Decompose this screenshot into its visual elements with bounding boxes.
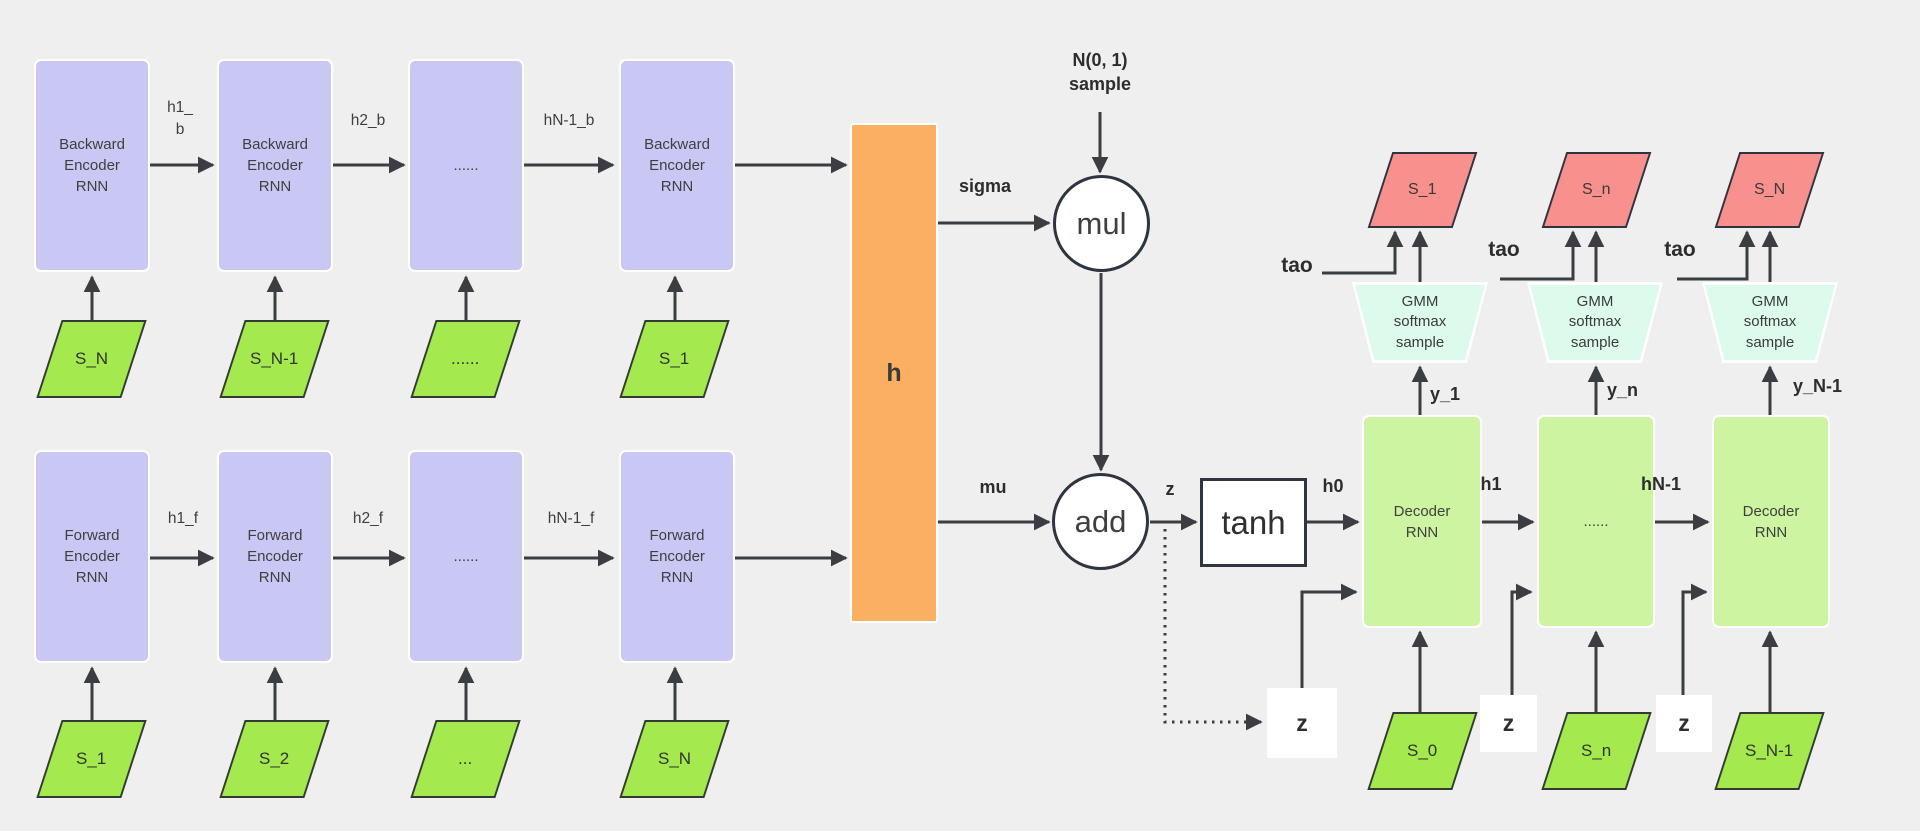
y1-label: y_1 — [1430, 384, 1461, 404]
z-input-box-3: z — [1656, 695, 1712, 752]
z-input-box-1: z — [1267, 688, 1337, 758]
output-parallelogram-s-nn: S_N — [1714, 152, 1825, 228]
yn-label: y_n — [1607, 380, 1639, 400]
forward-hidden-label-2: h2_f — [352, 510, 384, 527]
tao-label-1: tao — [1281, 254, 1313, 277]
tanh-box: tanh — [1200, 478, 1307, 567]
input-parallelogram-ellipsis-top: ...... — [410, 320, 521, 398]
mul-node: mul — [1053, 175, 1150, 272]
input-parallelogram-s-n-bottom: S_N — [619, 720, 730, 798]
add-node: add — [1052, 473, 1149, 570]
decoder-box-1: Decoder RNN — [1362, 415, 1482, 628]
tao-label-2: tao — [1488, 238, 1520, 261]
tao-label-3: tao — [1664, 238, 1696, 261]
h0-label: h0 — [1322, 476, 1344, 496]
gmm-softmax-block-2: GMM softmax sample — [1527, 282, 1663, 363]
forward-encoder-box-1: Forward Encoder RNN — [34, 450, 150, 663]
decoder-input-s-n: S_n — [1541, 712, 1652, 790]
backward-hidden-label-2: h2_b — [350, 112, 386, 129]
forward-hidden-label-1: h1_f — [167, 510, 199, 527]
backward-encoder-box-2: Backward Encoder RNN — [217, 59, 333, 272]
input-parallelogram-s-2: S_2 — [219, 720, 330, 798]
input-parallelogram-s-n-1: S_N-1 — [219, 320, 330, 398]
mu-label: mu — [979, 477, 1007, 497]
latent-h-bar: h — [850, 123, 938, 623]
backward-encoder-box-n: Backward Encoder RNN — [619, 59, 735, 272]
noise-sample-label: N(0, 1) sample — [1068, 50, 1132, 95]
decoder-input-s-0: S_0 — [1367, 712, 1478, 790]
decoder-box-ellipsis: ...... — [1537, 415, 1655, 628]
output-parallelogram-s-n: S_n — [1541, 152, 1652, 228]
z-input-box-2: z — [1480, 695, 1537, 752]
backward-hidden-label-3: hN-1_b — [543, 112, 595, 129]
z-output-label: z — [1165, 479, 1175, 499]
yn1-label: y_N-1 — [1793, 376, 1843, 396]
backward-encoder-box-ellipsis: ...... — [408, 59, 524, 272]
output-parallelogram-s-1: S_1 — [1367, 152, 1478, 228]
gmm-softmax-block-3: GMM softmax sample — [1702, 282, 1838, 363]
backward-encoder-box-1: Backward Encoder RNN — [34, 59, 150, 272]
gmm-softmax-block-1: GMM softmax sample — [1352, 282, 1488, 363]
forward-encoder-box-ellipsis: ...... — [408, 450, 524, 663]
input-parallelogram-s-n: S_N — [36, 320, 147, 398]
input-parallelogram-s-1-top: S_1 — [619, 320, 730, 398]
decoder-hidden-label-2: hN-1 — [1641, 474, 1681, 494]
forward-encoder-box-n: Forward Encoder RNN — [619, 450, 735, 663]
forward-hidden-label-3: hN-1_f — [547, 510, 595, 527]
backward-hidden-label-1: h1_ b — [167, 99, 193, 139]
decoder-input-s-n-1: S_N-1 — [1714, 712, 1825, 790]
forward-encoder-box-2: Forward Encoder RNN — [217, 450, 333, 663]
sigma-label: sigma — [958, 176, 1012, 196]
input-parallelogram-s-1-bottom: S_1 — [36, 720, 147, 798]
decoder-hidden-label-1: h1 — [1480, 474, 1502, 494]
input-parallelogram-ellipsis-bottom: ... — [410, 720, 521, 798]
decoder-box-n: Decoder RNN — [1712, 415, 1830, 628]
